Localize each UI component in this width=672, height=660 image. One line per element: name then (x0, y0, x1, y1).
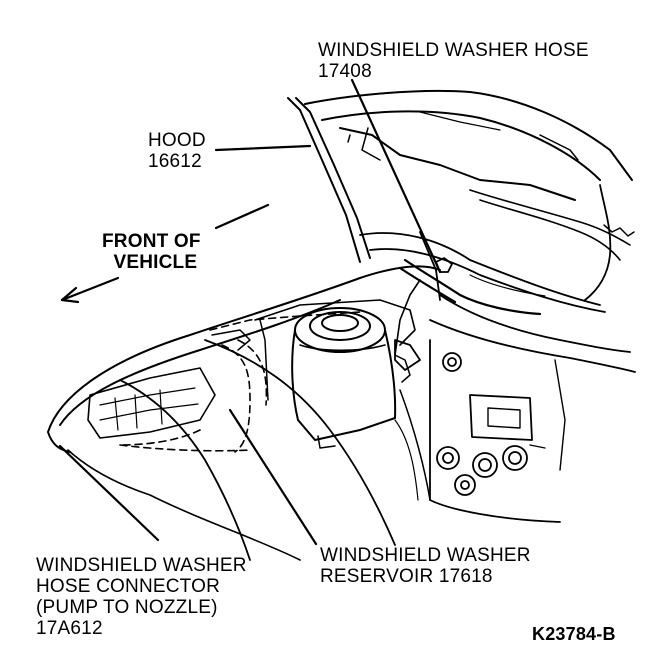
connector-label-line4: 17A612 (36, 618, 103, 639)
connector-label-line3: (PUMP TO NOZZLE) (36, 597, 218, 618)
front-arrow (60, 203, 270, 304)
hood-label: HOOD 16612 (148, 130, 206, 172)
firewall-drawing (394, 339, 566, 523)
reservoir-label-line1: WINDSHIELD WASHER (320, 545, 531, 566)
front-of-vehicle-label: FRONT OF VEHICLE (102, 231, 201, 273)
washer-hose-label-line1: WINDSHIELD WASHER HOSE (318, 40, 589, 61)
hood-drawing (287, 89, 635, 301)
reservoir-label-line2: RESERVOIR 17618 (320, 566, 493, 587)
fender-drawing (47, 265, 441, 561)
connector-label-line1: WINDSHIELD WASHER (36, 555, 247, 576)
hood-label-line2: 16612 (148, 151, 202, 172)
front-label-line2: VEHICLE (113, 252, 198, 273)
washer-hose-label-line2: 17408 (318, 61, 372, 82)
hose-connector-label: WINDSHIELD WASHER HOSE CONNECTOR (PUMP T… (36, 555, 247, 639)
front-label-line1: FRONT OF (102, 231, 201, 252)
washer-reservoir-drawing (254, 299, 416, 449)
hood-label-line1: HOOD (148, 130, 206, 151)
figure-id: K23784-B (532, 624, 616, 644)
connector-label-line2: HOSE CONNECTOR (36, 576, 221, 597)
washer-hose-drawing (394, 258, 542, 356)
washer-hose-label: WINDSHIELD WASHER HOSE 17408 (318, 40, 589, 82)
reservoir-label: WINDSHIELD WASHER RESERVOIR 17618 (320, 545, 531, 587)
leader-lines (58, 78, 442, 546)
cowl-drawing (359, 231, 636, 373)
hidden-hose-lines (119, 311, 361, 453)
